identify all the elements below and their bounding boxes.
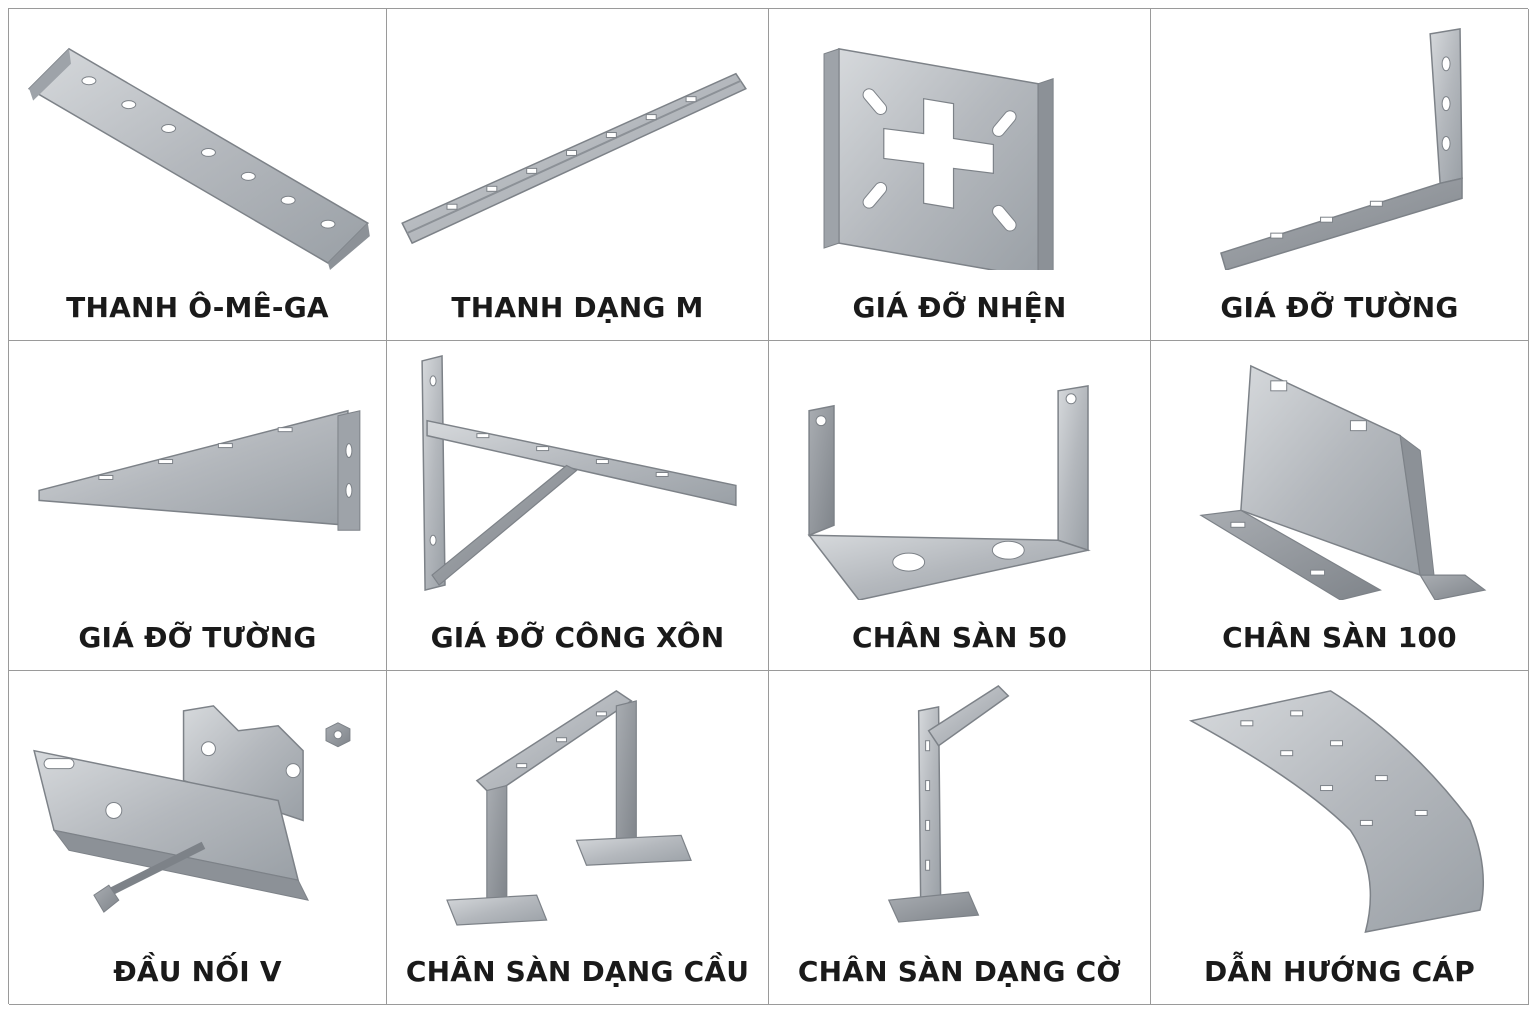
omega-channel-image: [27, 47, 370, 270]
product-label: CHÂN SÀN 100: [1222, 621, 1457, 654]
product-label: CHÂN SÀN DẠNG CỜ: [797, 955, 1122, 988]
product-card-v-connector: ĐẦU NỐI V: [9, 671, 387, 1005]
product-label: GIÁ ĐỠ CÔNG XÔN: [430, 621, 725, 654]
wall-bracket-triangle-image: [38, 409, 361, 531]
product-label: CHÂN SÀN 50: [851, 621, 1068, 654]
product-label: GIÁ ĐỠ TƯỜNG: [1220, 291, 1459, 324]
product-card-wall-bracket-l: GIÁ ĐỠ TƯỜNG: [1151, 9, 1529, 341]
wall-bracket-l-image: [1220, 28, 1463, 270]
product-label: GIÁ ĐỠ NHỆN: [852, 291, 1067, 324]
product-card-cantilever-bracket: GIÁ ĐỠ CÔNG XÔN: [387, 341, 769, 671]
product-card-cable-guide: DẪN HƯỚNG CÁP: [1151, 671, 1529, 1005]
v-connector-image: [33, 705, 351, 913]
product-label: GIÁ ĐỠ TƯỜNG: [78, 621, 317, 654]
product-card-spider-bracket: GIÁ ĐỠ NHỆN: [769, 9, 1151, 341]
product-label: DẪN HƯỚNG CÁP: [1204, 955, 1475, 988]
bridge-floor-stand-image: [446, 690, 692, 926]
product-label: CHÂN SÀN DẠNG CẦU: [405, 955, 750, 988]
product-label: ĐẦU NỐI V: [113, 955, 282, 988]
spider-bracket-image: [823, 47, 1054, 270]
cantilever-bracket-image: [421, 354, 737, 591]
product-label: THANH Ô-MÊ-GA: [66, 291, 329, 324]
product-card-flag-floor-stand: CHÂN SÀN DẠNG CỜ: [769, 671, 1151, 1005]
product-label: THANH DẠNG M: [451, 291, 704, 324]
product-card-floor-stand-100: CHÂN SÀN 100: [1151, 341, 1529, 671]
floor-stand-100-image: [1199, 364, 1487, 600]
cable-guide-image: [1188, 690, 1485, 933]
product-card-m-channel: THANH DẠNG M: [387, 9, 769, 341]
floor-stand-50-image: [807, 384, 1091, 600]
product-card-floor-stand-50: CHÂN SÀN 50: [769, 341, 1151, 671]
product-card-bridge-floor-stand: CHÂN SÀN DẠNG CẦU: [387, 671, 769, 1005]
m-channel-image: [401, 72, 747, 245]
product-grid: THANH Ô-MÊ-GA THANH DẠNG M: [8, 8, 1529, 1005]
product-card-wall-bracket-triangle: GIÁ ĐỠ TƯỜNG: [9, 341, 387, 671]
flag-floor-stand-image: [887, 684, 1010, 923]
product-card-omega-channel: THANH Ô-MÊ-GA: [9, 9, 387, 341]
